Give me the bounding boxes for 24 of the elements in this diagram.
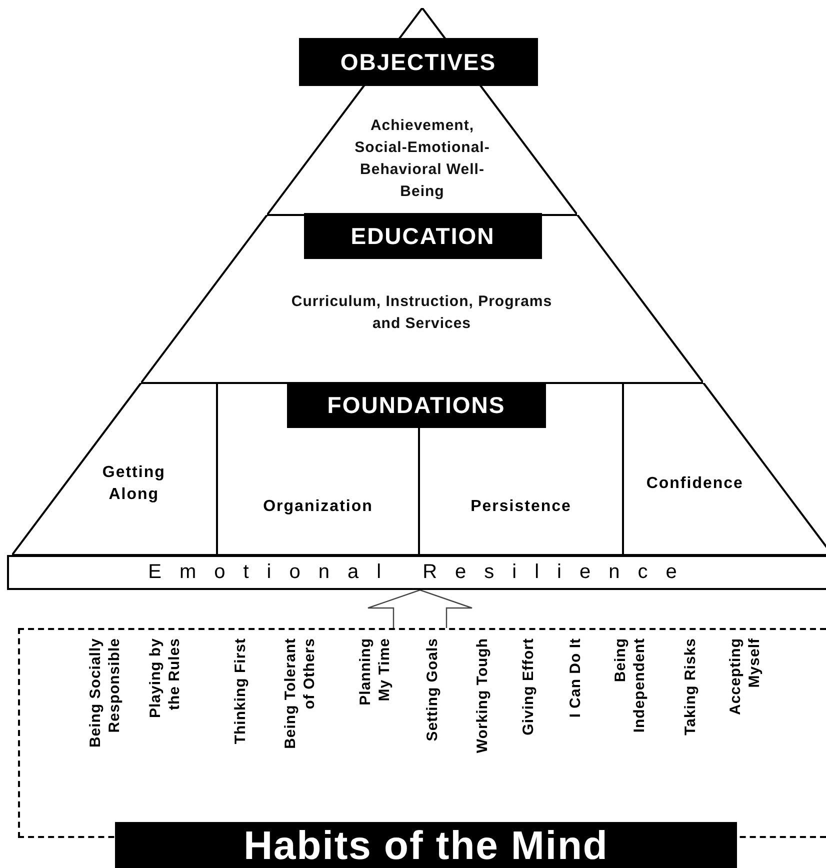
habit-label: Working Tough <box>472 638 492 756</box>
tier-heading: OBJECTIVES <box>298 38 538 86</box>
habit-label: Thinking First <box>230 638 250 746</box>
tier-description: Curriculum, Instruction, Programs and Services <box>290 292 554 334</box>
title-banner: Habits of the Mind <box>115 822 737 868</box>
tier-heading: EDUCATION <box>304 213 542 259</box>
habit-label: Being Tolerant of Others <box>281 638 319 751</box>
habit-label: Accepting Myself <box>726 638 764 718</box>
section-label: Organization <box>263 496 373 516</box>
resilience-bar <box>7 555 826 590</box>
block-arrow <box>367 589 473 629</box>
habit-label: Playing by the Rules <box>146 638 184 720</box>
section-label: Confidence <box>646 474 744 494</box>
habit-label: Giving Effort <box>518 638 538 738</box>
habit-label: Taking Risks <box>680 638 700 738</box>
habit-label: Being Socially Responsible <box>86 638 124 750</box>
habit-label: Setting Goals <box>422 638 442 744</box>
tier-description: Achievement, Social-Emotional-Behavioral Well- Being <box>354 116 491 202</box>
bar-label: Emotional Resilience <box>147 561 695 584</box>
habit-label: I Can Do It <box>566 638 584 720</box>
tier-heading: FOUNDATIONS <box>286 383 546 428</box>
section-label: Getting Along <box>101 463 166 505</box>
section-label: Persistence <box>470 496 572 516</box>
habit-label: Being Independent <box>611 638 649 735</box>
